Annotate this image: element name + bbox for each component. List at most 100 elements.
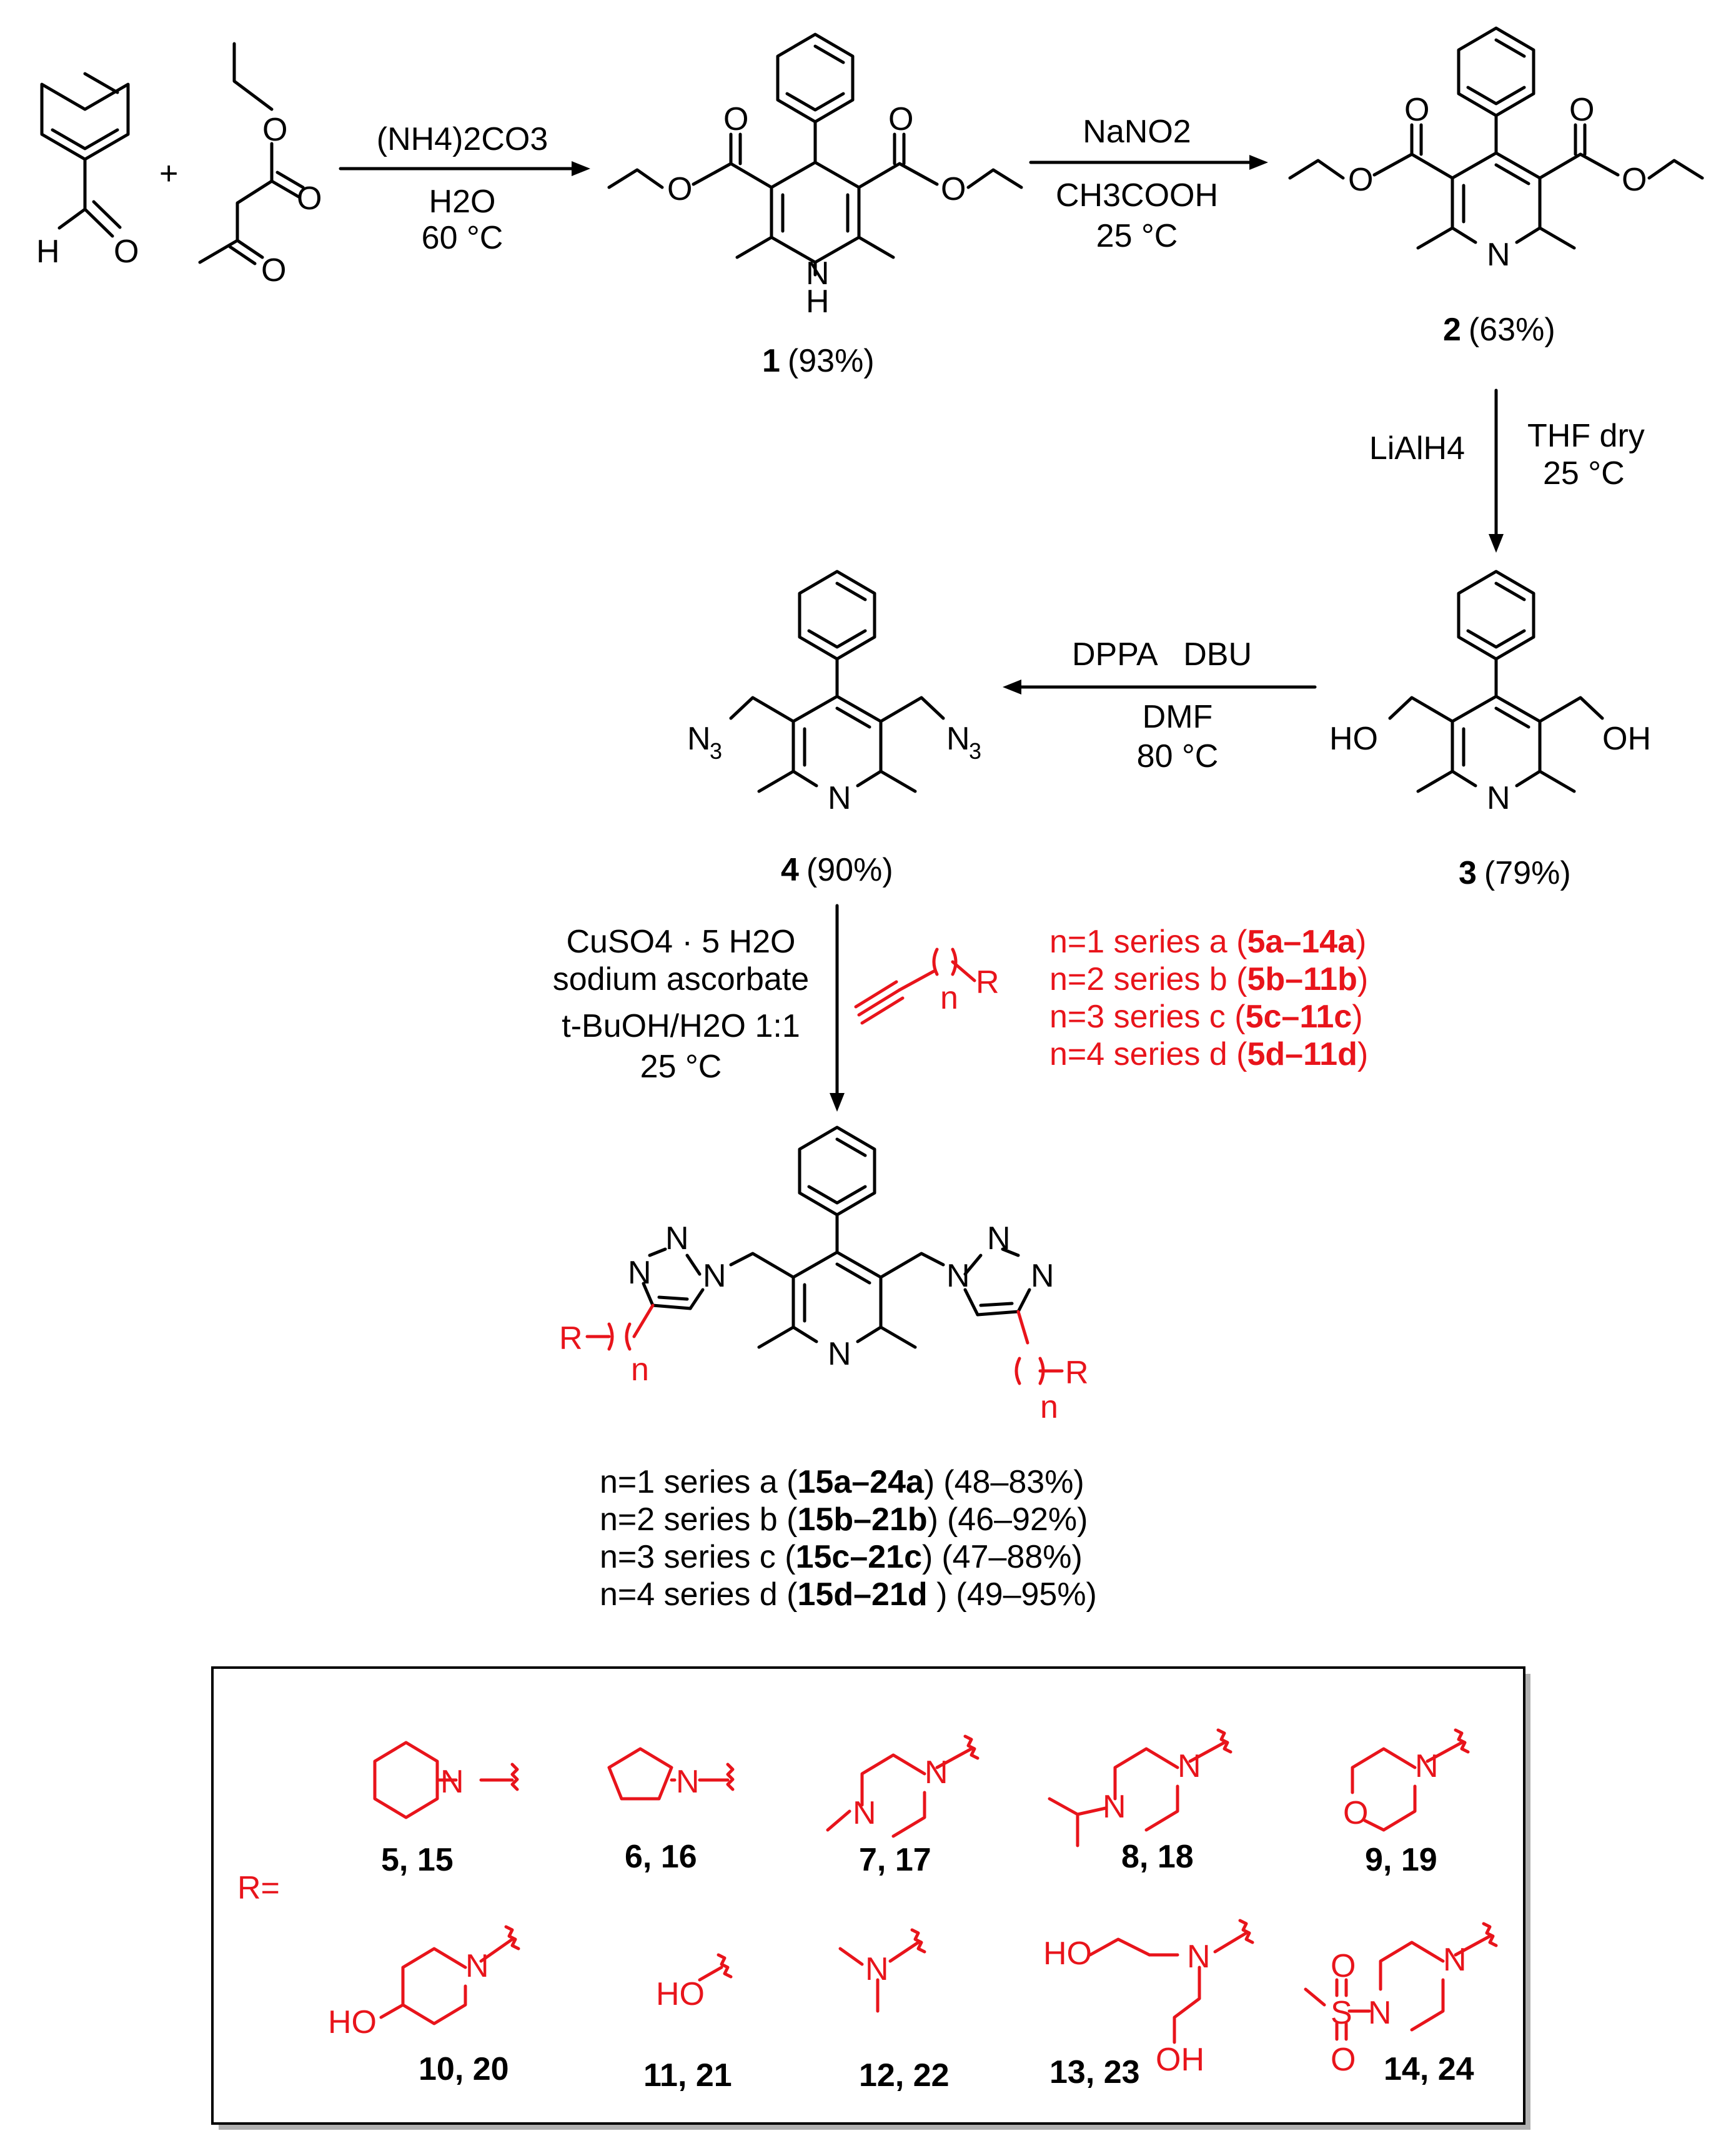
compound-2-yield: (63%) <box>1469 312 1555 348</box>
arrow-step4 <box>1003 680 1317 695</box>
reagent-step5-l2: sodium ascorbate <box>553 961 809 997</box>
alkyne-series-d-close: ) <box>1357 1036 1368 1072</box>
r-group-isopropylpiperazinyl: N N <box>1048 1728 1233 1847</box>
alkyne-series-c-text: n=3 series c ( <box>1049 999 1246 1035</box>
r-group-label-8-18: 8, 18 <box>1121 1839 1194 1875</box>
atom-N: N <box>1187 1939 1211 1975</box>
compound-3-yield: (79%) <box>1484 855 1571 891</box>
subscript-3: 3 <box>969 738 981 764</box>
r-group-label-5-15: 5, 15 <box>381 1842 454 1878</box>
compound-1-yield: (93%) <box>788 343 875 379</box>
product-series-a-range: 15a–24a <box>798 1464 925 1500</box>
r-group-label-11-21: 11, 21 <box>643 2057 732 2094</box>
svg-text:n=2 series b (15b–21b)(46–92%): n=2 series b (15b–21b)(46–92%) <box>600 1501 1088 1538</box>
atom-N: N <box>703 1258 727 1294</box>
product-series-a-close: ) <box>924 1464 935 1500</box>
product-series-c-text: n=3 series c ( <box>600 1539 796 1575</box>
compound-4-yield: (90%) <box>806 852 893 888</box>
r-group-hydroxypiperidinyl: N HO <box>328 1925 520 2040</box>
alkyne-series-c-range: 5c–11c <box>1246 999 1352 1035</box>
r-group-mesylpiperazinyl: N N S O O <box>1304 1922 1498 2078</box>
atom-N: N <box>1487 780 1510 816</box>
r-group-pyrrolidinyl: N <box>607 1747 735 1801</box>
compound-4-structure: N 3 N 3 N <box>687 570 981 816</box>
reagent-step4-mid: DMF <box>1143 699 1213 735</box>
product-series-c-yield: (47–88%) <box>941 1539 1082 1575</box>
product-red-sidechains: R n R n <box>559 1303 1089 1425</box>
reagent-step1-mid: H2O <box>429 184 496 220</box>
atom-O: O <box>1343 1795 1368 1831</box>
atom-N: N <box>1031 1258 1054 1294</box>
reagent-step1-bot: 60 °C <box>422 220 503 256</box>
arrow-step5 <box>830 904 845 1112</box>
atom-O: O <box>114 234 139 270</box>
r-group-label-10-20: 10, 20 <box>419 2051 509 2087</box>
r-group-morpholinyl: O N <box>1343 1728 1470 1832</box>
r-group-label-12-22: 12, 22 <box>859 2057 950 2094</box>
arrow-step2 <box>1029 155 1268 170</box>
atom-N: N <box>925 1754 948 1791</box>
label-n: n <box>940 980 958 1016</box>
atom-OH: OH <box>1602 721 1651 757</box>
r-group-label-13-23: 13, 23 <box>1049 2054 1140 2090</box>
alkyne-series-c-close: ) <box>1352 999 1362 1035</box>
atom-O: O <box>1569 92 1594 128</box>
atom-O: O <box>1348 162 1373 198</box>
r-group-piperidinyl: N <box>373 1741 519 1819</box>
atom-N: N <box>806 255 830 292</box>
atom-H: H <box>806 284 830 320</box>
atom-N3: N <box>946 721 970 757</box>
product-series-d-text: n=4 series d ( <box>600 1576 798 1613</box>
r-group-label-14-24: 14, 24 <box>1384 2051 1474 2087</box>
atom-N: N <box>1178 1748 1201 1784</box>
atom-O: O <box>941 171 966 207</box>
atom-N: N <box>1443 1942 1467 1978</box>
atom-N: N <box>676 1764 700 1800</box>
atom-O: O <box>723 101 748 137</box>
alkyne-series-a-range: 5a–14a <box>1247 924 1357 960</box>
product-series-d-range: 15d–21d <box>798 1576 928 1613</box>
atom-N3: N <box>687 721 711 757</box>
svg-text:n=1 series a (5a–14a): n=1 series a (5a–14a) <box>1049 924 1366 960</box>
atom-N: N <box>828 780 851 816</box>
svg-text:4(90%): 4(90%) <box>781 852 893 888</box>
product-series-d-yield: (49–95%) <box>956 1576 1096 1613</box>
product-series-list: n=1 series a (15a–24a)(48–83%) n=2 serie… <box>600 1464 1097 1613</box>
atom-N: N <box>865 1951 889 1987</box>
atom-N: N <box>628 1255 652 1291</box>
product-series-a-yield: (48–83%) <box>943 1464 1084 1500</box>
r-group-hydroxyl: HO <box>656 1953 733 2012</box>
svg-text:n=3 series c (5c–11c): n=3 series c (5c–11c) <box>1049 999 1363 1035</box>
atom-N: N <box>1103 1789 1126 1825</box>
reagent-step2-mid: CH3COOH <box>1056 177 1218 214</box>
reagent-step4-top: DPPA DBU <box>1072 636 1252 673</box>
compound-4-number: 4 <box>781 852 799 888</box>
arrow-step3 <box>1489 388 1504 553</box>
r-group-label-9-19: 9, 19 <box>1365 1842 1437 1878</box>
alkyne-series-list: n=1 series a (5a–14a) n=2 series b (5b–1… <box>1049 924 1368 1072</box>
product-series-b-close: ) <box>928 1501 938 1538</box>
alkyne-series-d-text: n=4 series d ( <box>1049 1036 1247 1072</box>
r-equals-label: R= <box>237 1870 280 1906</box>
alkyne-series-b-close: ) <box>1357 961 1368 997</box>
r-group-methylpiperazinyl: N N <box>826 1734 980 1838</box>
atom-O: O <box>667 171 692 207</box>
compound-2-number: 2 <box>1443 312 1461 348</box>
label-R: R <box>559 1320 583 1357</box>
svg-text:n=4 series d (5d–11d): n=4 series d (5d–11d) <box>1049 1036 1368 1072</box>
r-group-box: R= N 5, 15 N 6, 16 N N 7, <box>211 1666 1530 2130</box>
ethyl-acetoacetate-structure: O O O <box>198 42 322 289</box>
product-series-b-text: n=2 series b ( <box>600 1501 798 1538</box>
reagent-step3-right1: THF dry <box>1527 418 1645 454</box>
label-n: n <box>1040 1389 1058 1425</box>
reagent-step3-left: LiAlH4 <box>1369 430 1465 467</box>
svg-text:n=1 series a (15a–24a)(48–83%): n=1 series a (15a–24a)(48–83%) <box>600 1464 1084 1500</box>
product-series-b-yield: (46–92%) <box>947 1501 1088 1538</box>
svg-text:n=4 series d (15d–21d )(49–95%: n=4 series d (15d–21d )(49–95%) <box>600 1576 1097 1613</box>
atom-HO: HO <box>1329 721 1378 757</box>
compound-1-number: 1 <box>762 343 780 379</box>
r-group-diethanolamino: HO N OH <box>1043 1919 1254 2078</box>
atom-O: O <box>297 180 322 217</box>
benzaldehyde-structure: H O <box>36 72 139 270</box>
alkyne-reagent-structure: n R <box>854 947 999 1025</box>
